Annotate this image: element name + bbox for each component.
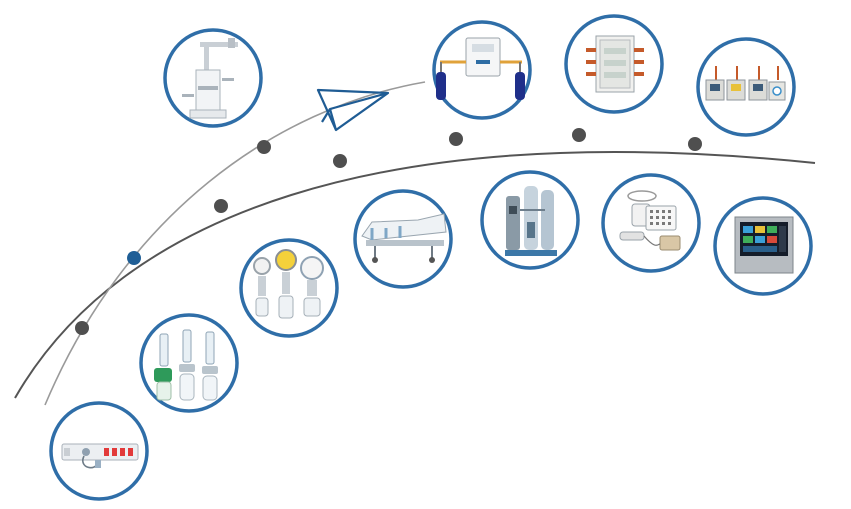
oxygen-generator-icon [505,186,557,256]
bed-head-panel-icon [61,443,139,469]
product-oxygen-generator[interactable] [480,170,580,270]
product-flowmeter-humidifier[interactable] [139,313,239,413]
paper-plane-icon [316,88,390,132]
product-ceiling-pendant[interactable] [163,28,263,128]
timeline-node [214,199,228,213]
product-control-monitor[interactable] [713,196,813,296]
timeline-node [75,321,89,335]
product-gas-manifold[interactable] [432,20,532,120]
valve-box-icon [586,35,644,93]
ceiling-pendant-icon [182,38,238,119]
timeline-node [333,154,347,168]
product-hospital-bed[interactable] [353,189,453,289]
product-valve-box[interactable] [564,14,664,114]
timeline-node [572,128,586,142]
flowmeter-humidifier-icon [154,329,218,401]
monitor-screen-icon [734,216,794,274]
timeline-node-highlight [127,251,141,265]
gas-manifold-icon [436,37,525,100]
product-alarm-panels[interactable] [696,37,796,137]
nurse-call-icon [619,190,681,251]
product-vacuum-regulator[interactable] [239,238,339,338]
alarm-panel-icon [705,66,786,101]
vacuum-regulator-icon [253,249,324,319]
product-nurse-call-system[interactable] [601,173,701,273]
timeline-node [449,132,463,146]
hospital-bed-icon [361,213,447,263]
inner-arc [14,151,816,399]
timeline-node [257,140,271,154]
timeline-node [688,137,702,151]
product-bed-head-unit[interactable] [49,401,149,501]
